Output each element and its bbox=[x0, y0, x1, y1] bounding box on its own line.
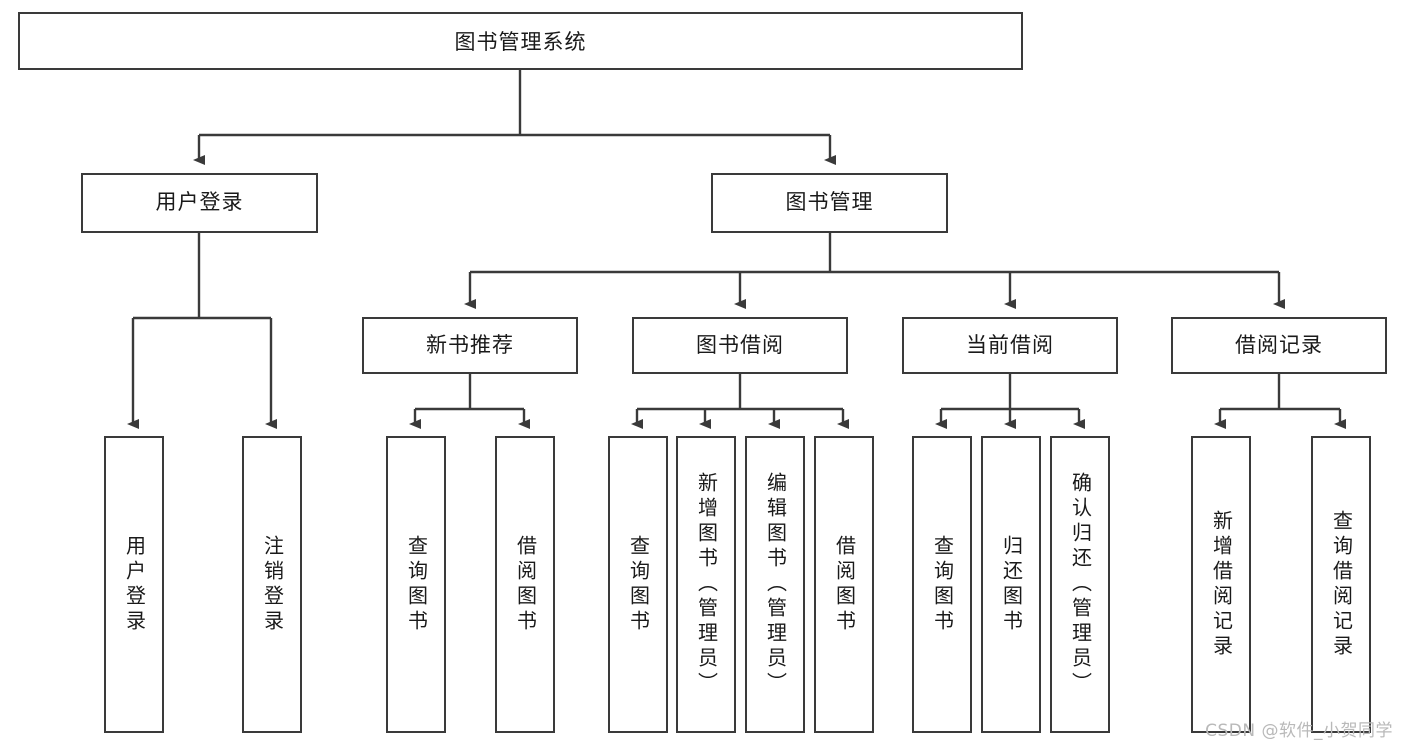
leaf-current-query-book[interactable]: 查询图书 bbox=[912, 436, 972, 733]
leaf-user-login-login[interactable]: 用户登录 bbox=[104, 436, 164, 733]
node-new-book-recommend[interactable]: 新书推荐 bbox=[362, 317, 578, 374]
leaf-record-query-record[interactable]: 查询借阅记录 bbox=[1311, 436, 1371, 733]
leaf-current-return-book[interactable]: 归还图书 bbox=[981, 436, 1041, 733]
leaf-borrow-add-book-admin[interactable]: 新增图书（管理员） bbox=[676, 436, 736, 733]
node-book-borrow[interactable]: 图书借阅 bbox=[632, 317, 848, 374]
leaf-label: 新增图书（管理员） bbox=[694, 472, 719, 697]
leaf-label: 查询图书 bbox=[626, 534, 651, 635]
leaf-record-add-record[interactable]: 新增借阅记录 bbox=[1191, 436, 1251, 733]
leaf-borrow-borrow-book[interactable]: 借阅图书 bbox=[814, 436, 874, 733]
node-book-management[interactable]: 图书管理 bbox=[711, 173, 948, 233]
leaf-label: 查询图书 bbox=[404, 534, 429, 635]
leaf-label: 确认归还（管理员） bbox=[1068, 472, 1093, 697]
leaf-label: 注销登录 bbox=[260, 534, 285, 635]
leaf-label: 查询借阅记录 bbox=[1329, 509, 1354, 660]
leaf-label: 新增借阅记录 bbox=[1209, 509, 1234, 660]
node-borrow-record[interactable]: 借阅记录 bbox=[1171, 317, 1387, 374]
leaf-user-login-logout[interactable]: 注销登录 bbox=[242, 436, 302, 733]
node-current-borrow[interactable]: 当前借阅 bbox=[902, 317, 1118, 374]
leaf-borrow-query-book[interactable]: 查询图书 bbox=[608, 436, 668, 733]
node-root-system[interactable]: 图书管理系统 bbox=[18, 12, 1023, 70]
node-user-login[interactable]: 用户登录 bbox=[81, 173, 318, 233]
leaf-label: 用户登录 bbox=[122, 534, 147, 635]
leaf-label: 查询图书 bbox=[930, 534, 955, 635]
leaf-current-confirm-return-admin[interactable]: 确认归还（管理员） bbox=[1050, 436, 1110, 733]
leaf-new-book-query[interactable]: 查询图书 bbox=[386, 436, 446, 733]
leaf-label: 编辑图书（管理员） bbox=[763, 472, 788, 697]
leaf-new-book-borrow[interactable]: 借阅图书 bbox=[495, 436, 555, 733]
leaf-label: 归还图书 bbox=[999, 534, 1024, 635]
leaf-borrow-edit-book-admin[interactable]: 编辑图书（管理员） bbox=[745, 436, 805, 733]
leaf-label: 借阅图书 bbox=[513, 534, 538, 635]
leaf-label: 借阅图书 bbox=[832, 534, 857, 635]
